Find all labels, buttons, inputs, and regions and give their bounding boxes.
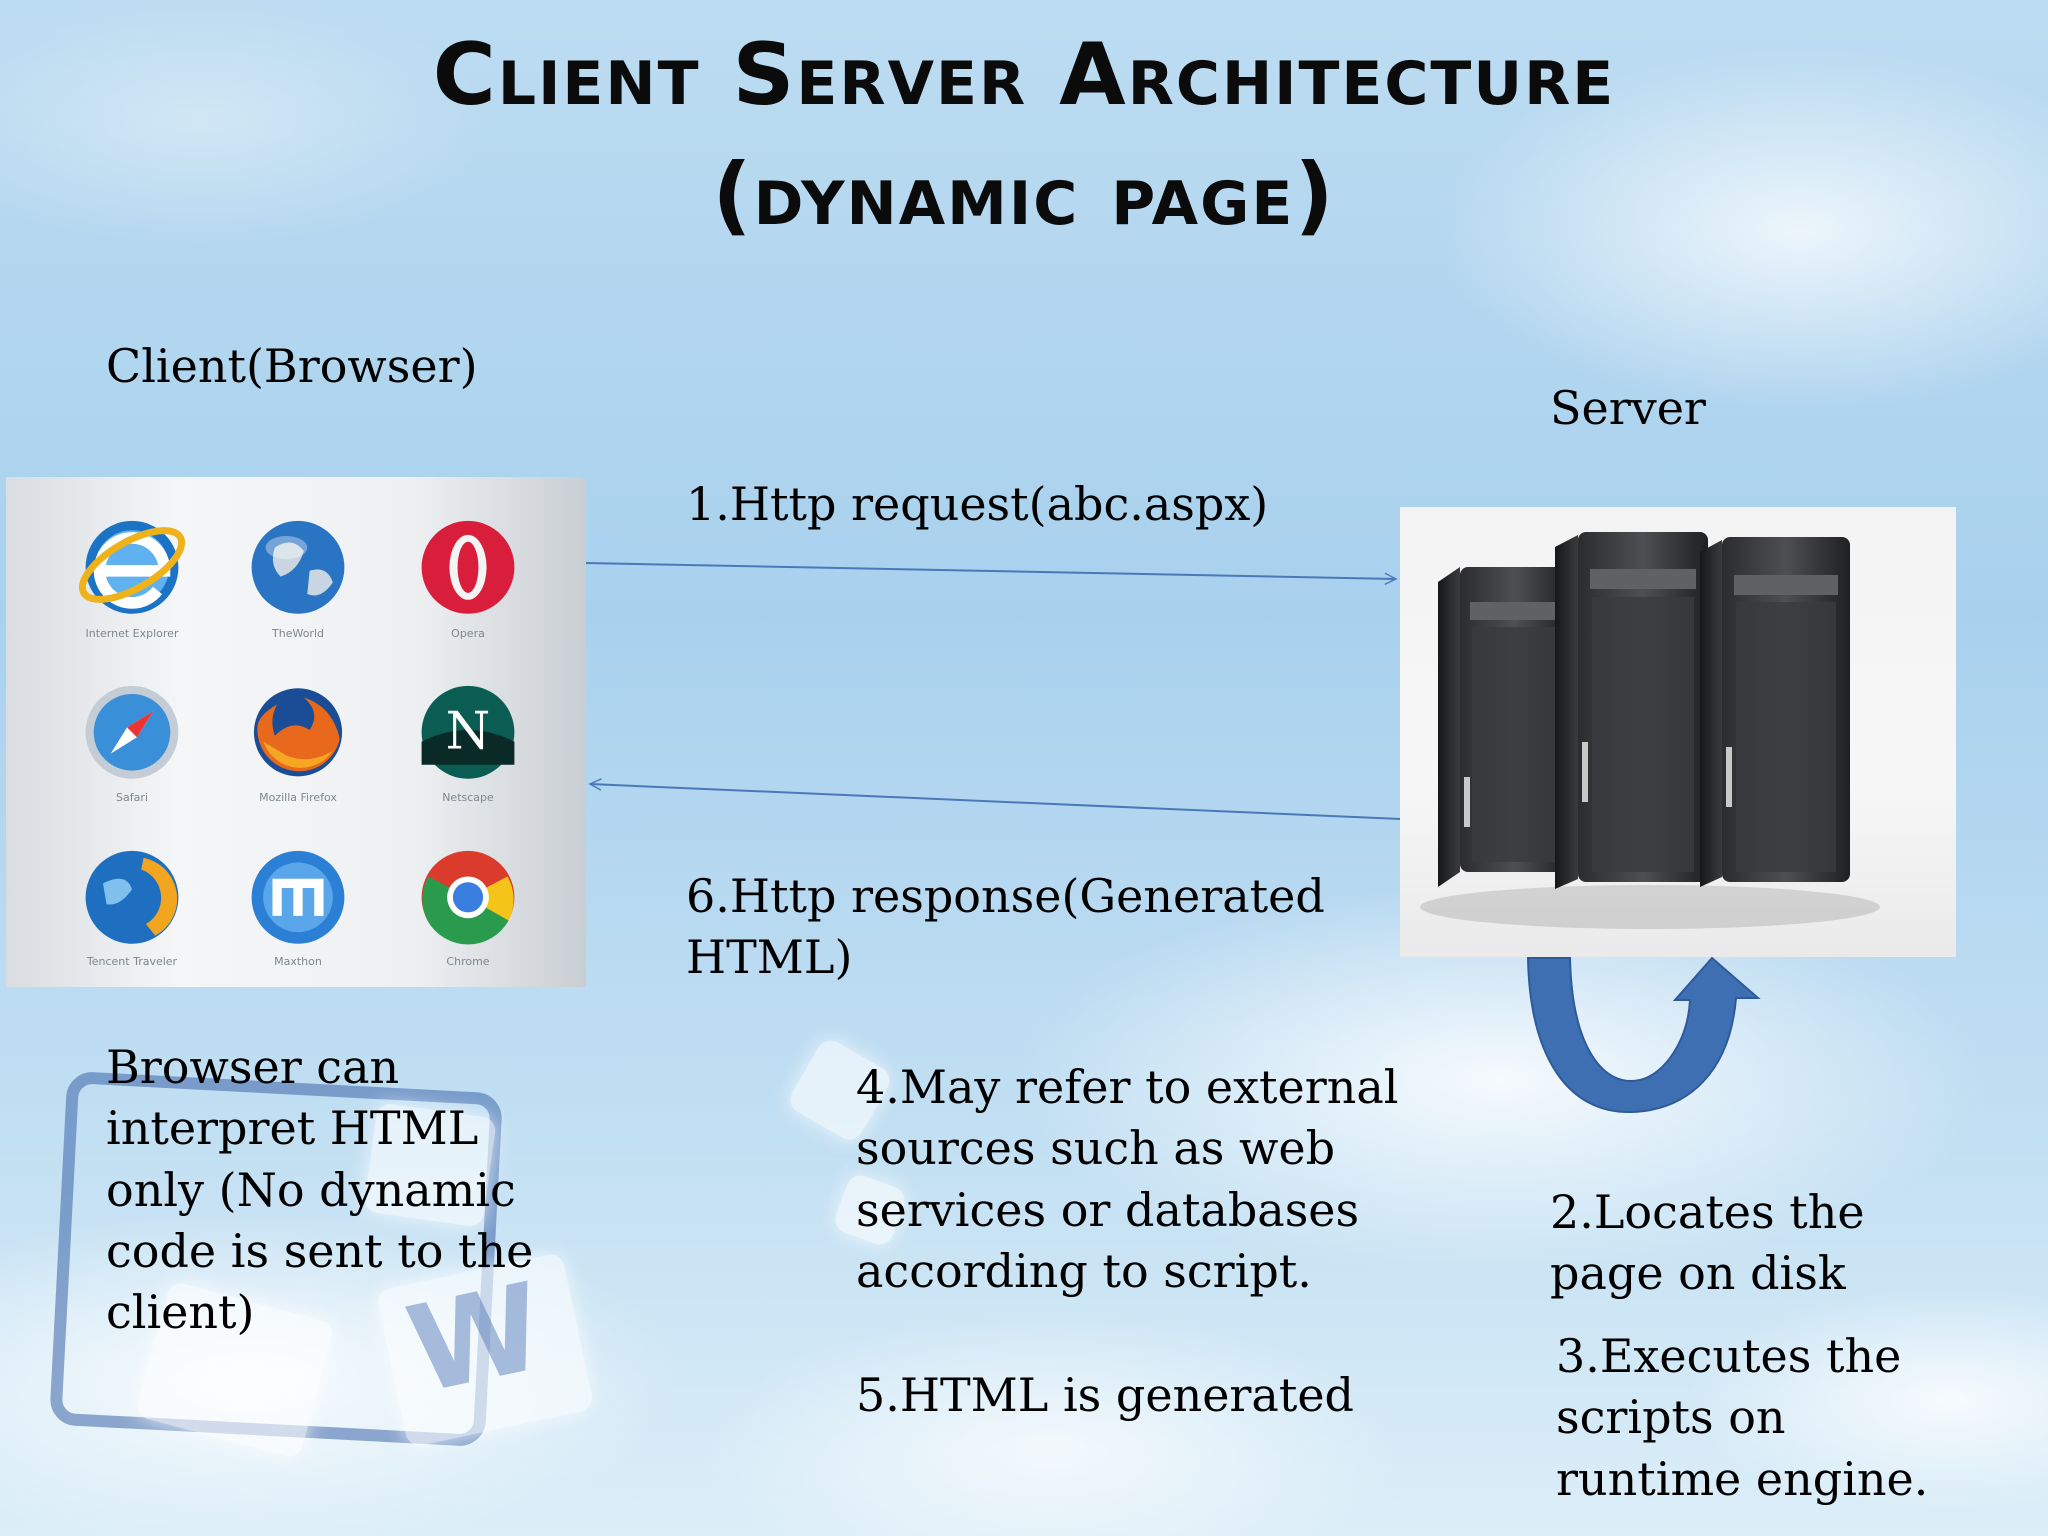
- browser-caption: Chrome: [446, 955, 490, 968]
- safari-icon: [85, 685, 179, 779]
- browser-caption: Mozilla Firefox: [259, 791, 337, 804]
- browser-caption: Safari: [116, 791, 148, 804]
- slide-title-line-2: (dynamic page): [712, 145, 1336, 245]
- processing-loop-arrow: [1526, 956, 1761, 1114]
- server-image: [1400, 507, 1956, 957]
- browser-note-line: code is sent to the: [106, 1224, 534, 1278]
- response-label-line-1: 6.Http response(Generated: [686, 869, 1325, 923]
- external-sources-line: services or databases: [856, 1183, 1360, 1237]
- server-towers-icon: [1420, 532, 1880, 929]
- server-label: Server: [1550, 381, 1706, 435]
- browser-icons-panel: N Internet Explorer TheWorld Opera Safar…: [6, 477, 586, 987]
- maxthon-icon: [251, 850, 345, 944]
- execute-scripts-line: scripts on: [1556, 1390, 1786, 1444]
- request-arrow: [585, 562, 1396, 579]
- browser-caption: Netscape: [442, 791, 494, 804]
- request-label: 1.Http request(abc.aspx): [686, 477, 1269, 531]
- external-sources-line: according to script.: [856, 1244, 1312, 1298]
- external-sources-line: sources such as web: [856, 1121, 1336, 1175]
- browser-caption: TheWorld: [272, 627, 324, 640]
- browser-note-line: interpret HTML: [106, 1101, 479, 1155]
- locate-page-line: page on disk: [1550, 1246, 1846, 1300]
- svg-text:N: N: [446, 703, 491, 762]
- response-label-line-2: HTML): [686, 930, 853, 984]
- internet-explorer-icon: [78, 520, 186, 614]
- browser-note-line: only (No dynamic: [106, 1163, 516, 1217]
- response-arrow: [590, 784, 1401, 820]
- locate-page-line: 2.Locates the: [1550, 1185, 1865, 1239]
- firefox-icon: [253, 688, 343, 777]
- browser-note-line: client): [106, 1285, 255, 1339]
- client-label: Client(Browser): [106, 339, 478, 393]
- theworld-icon: [251, 520, 345, 614]
- slide-title-line-1: Client Server Architecture: [432, 25, 1616, 125]
- browser-note-line: Browser can: [106, 1040, 400, 1094]
- browser-caption: Internet Explorer: [85, 627, 179, 640]
- browser-caption: Maxthon: [274, 955, 322, 968]
- browser-caption: Tencent Traveler: [86, 955, 178, 968]
- opera-icon: [421, 520, 515, 614]
- html-generated-label: 5.HTML is generated: [856, 1368, 1354, 1422]
- execute-scripts-line: runtime engine.: [1556, 1452, 1929, 1506]
- tencent-traveler-icon: [85, 850, 179, 944]
- browser-caption: Opera: [451, 627, 485, 640]
- external-sources-line: 4.May refer to external: [856, 1060, 1399, 1114]
- netscape-icon: N: [421, 685, 515, 779]
- execute-scripts-line: 3.Executes the: [1556, 1329, 1902, 1383]
- chrome-icon: [421, 850, 515, 945]
